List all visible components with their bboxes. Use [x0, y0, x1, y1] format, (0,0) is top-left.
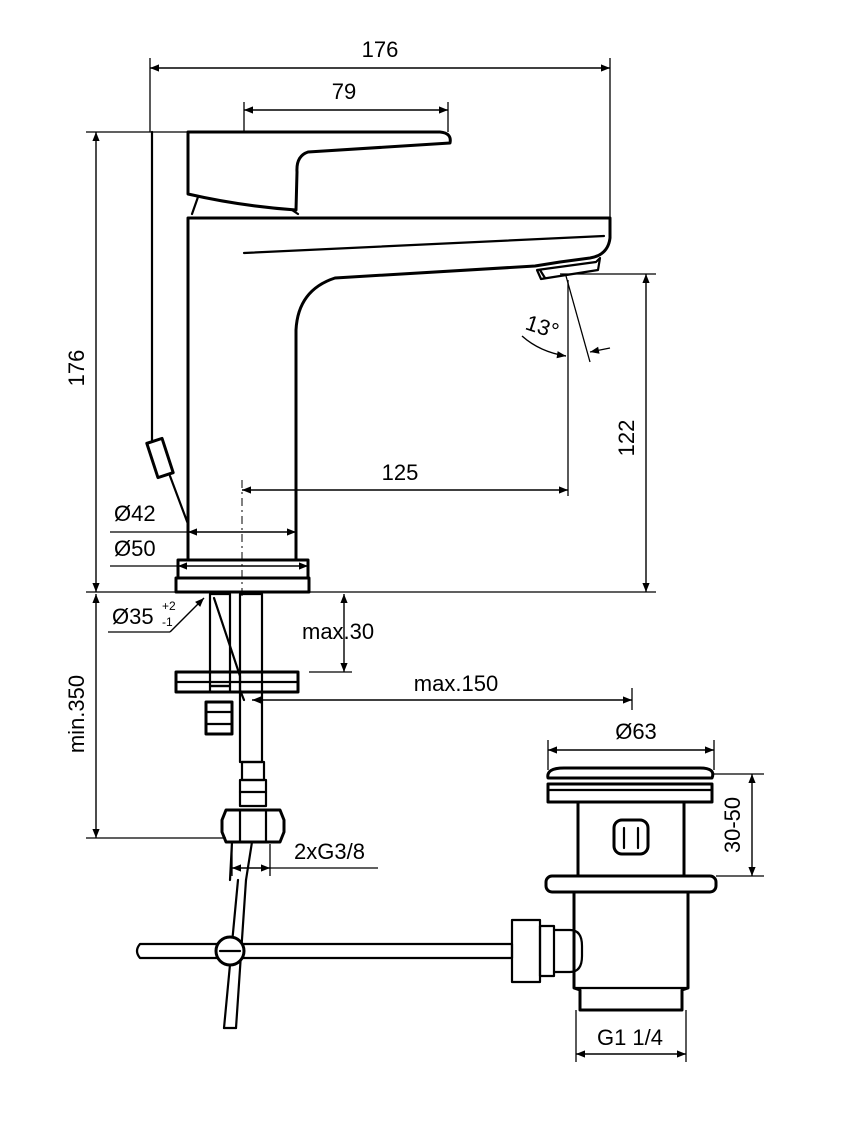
dim-waste-diameter: Ø63 [615, 719, 657, 744]
spout-edge-line [242, 234, 606, 255]
rod-knurled-nut [510, 918, 542, 984]
dim-waste-height-range: 30-50 [720, 797, 745, 853]
faucet-body [186, 216, 612, 562]
waste-body [576, 800, 686, 878]
dim-max-deck-thickness: max.30 [302, 619, 374, 644]
waste-flange [546, 782, 714, 804]
faucet-base-ring [176, 558, 310, 580]
faucet [145, 130, 612, 594]
popup-knob [145, 436, 175, 480]
dim-waste-thread: G1 1/4 [597, 1025, 663, 1050]
waste-plug-cap [546, 766, 715, 780]
dim-hole-diameter: Ø35 [112, 604, 154, 629]
dim-spout-reach: 125 [382, 460, 419, 485]
fixing-plate [174, 670, 300, 694]
pull-rod [135, 942, 514, 960]
dimension-labels: 176 79 176 122 125 13° Ø42 Ø50 Ø35 +2 -1… [64, 37, 745, 1050]
dim-max-pull-rod: max.150 [414, 671, 498, 696]
dimension-lines [86, 58, 764, 1062]
dim-lever-length: 79 [332, 79, 356, 104]
aerator [535, 256, 602, 281]
dim-hole-tolerance-minus: -1 [162, 615, 173, 629]
dim-base-diameter: Ø50 [114, 536, 156, 561]
dim-min-hose-length: min.350 [64, 675, 89, 753]
braided-hose [238, 592, 264, 764]
waste-slot [612, 818, 650, 856]
dim-overall-height: 176 [64, 350, 89, 387]
dim-overall-width: 176 [362, 37, 399, 62]
popup-waste [135, 766, 718, 1012]
dim-body-diameter: Ø42 [114, 501, 156, 526]
dim-hole-tolerance-plus: +2 [162, 599, 176, 613]
dim-spout-height: 122 [614, 420, 639, 457]
lever-handle [186, 130, 452, 212]
lever-neck [190, 195, 300, 216]
dim-aerator-angle: 13° [523, 310, 562, 344]
dim-connection-thread: 2xG3/8 [294, 839, 365, 864]
fixing-nut [204, 700, 234, 736]
copper-tube [212, 596, 246, 702]
centerlines [241, 275, 591, 600]
compression-nut [220, 808, 286, 844]
waste-back-nut [544, 874, 718, 894]
